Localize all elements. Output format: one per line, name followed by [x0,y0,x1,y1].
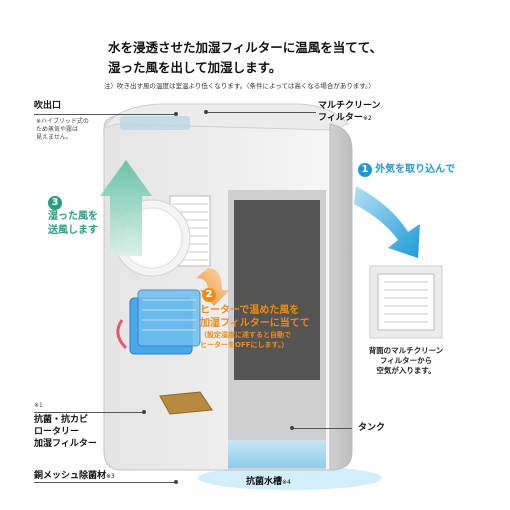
tank-leader [292,428,352,429]
filter-dot [204,110,208,114]
rotary-humidifying-filter [129,289,201,355]
front-window [234,200,320,380]
rotary-dot [142,410,146,414]
step-2: 2 ヒーターで温めた風を 加湿フィルターに当てて （設定湿度に達すると自動で ヒ… [200,288,310,350]
water-tank-label-text: 抗菌水槽 [246,477,283,487]
step-2-sub-2: ヒーターをOFFにします。） [200,341,289,349]
headline-line-2: 湿った風を出して加湿します。 [108,60,282,75]
copper-leader [34,482,176,483]
inset-caption-line-3: 空気が入ります。 [376,366,436,375]
inset-caption-line-1: 背面のマルチクリーン [368,346,444,355]
inset-caption-line-2: フィルターから [379,356,433,365]
multi-filter-label: マルチクリーン フィルター※2 [318,100,381,125]
intake-arrow [354,186,420,258]
outlet-note-line-1: ※ハイブリッド式の [36,118,89,125]
step-2-badge: 2 [202,288,216,302]
outlet-dot [174,112,178,116]
copper-dot [174,480,178,484]
body-side [329,123,353,471]
step-2-line-2: 加湿フィルターに当てて [200,318,310,329]
step-3-line-1: 湿った風を [48,211,98,222]
step-1: 1 外気を取り込んで [358,160,455,177]
rotary-label-line-1: 抗菌・抗カビ [34,415,89,425]
copper-mark: ※3 [106,473,115,480]
multi-filter-mark: ※2 [362,115,372,122]
rotary-label-line-3: 加湿フィルター [34,439,97,449]
copper-mesh [159,391,213,415]
water-tank-mark: ※4 [282,479,291,486]
rotary-leader [34,412,144,413]
copper-label: 銅メッシュ除菌材※3 [34,470,115,483]
headline-note: 注）吹き出す風の温度は室温より低くなります。（条件によっては高くなる場合がありま… [104,82,375,90]
filter-leader [206,112,316,113]
outlet-note: ※ハイブリッド式の ため蒸気や霧は 見えません。 [36,118,89,142]
rotary-filter-label: 抗菌・抗カビ ロータリー 加湿フィルター [34,414,97,450]
tank-label: タンク [358,423,386,433]
multi-filter-label-line-2: フィルター [318,113,363,123]
headline: 水を浸透させた加湿フィルターに温風を当てて、 湿った風を出して加湿します。 [108,38,382,78]
rotary-mark: ※1 [34,402,43,409]
outflow-arrow [100,160,152,256]
step-3-line-2: 送風します [48,225,98,236]
outlet-label: 吹出口 [34,101,62,111]
step-2-sub-1: （設定湿度に達すると自動で [200,331,291,339]
outlet-leader [34,114,176,115]
step-1-text: 外気を取り込んで [375,164,456,175]
rotary-label-line-2: ロータリー [34,427,80,437]
step-3: 3 湿った風を 送風します [48,196,98,238]
outlet-note-line-3: 見えません。 [36,134,72,141]
rotation-arrow [116,319,128,350]
inset-filter-image [369,265,443,339]
outlet-grille [120,116,190,130]
tank-dot [290,426,294,430]
water-tank-label: 抗菌水槽※4 [246,476,291,489]
heated-air-arrow [196,268,230,306]
outlet-note-line-2: ため蒸気や霧は [36,126,79,133]
copper-label-text: 銅メッシュ除菌材 [34,471,107,481]
headline-line-1: 水を浸透させた加湿フィルターに温風を当てて、 [108,40,383,55]
inset-caption: 背面のマルチクリーン フィルターから 空気が入ります。 [360,346,452,376]
base-glow [198,466,382,490]
step-1-badge: 1 [358,163,372,177]
step-3-badge: 3 [48,196,62,210]
multi-filter-label-line-1: マルチクリーン [318,101,381,111]
step-2-line-1: ヒーターで温めた風を [200,305,300,316]
water-tray [228,440,326,468]
